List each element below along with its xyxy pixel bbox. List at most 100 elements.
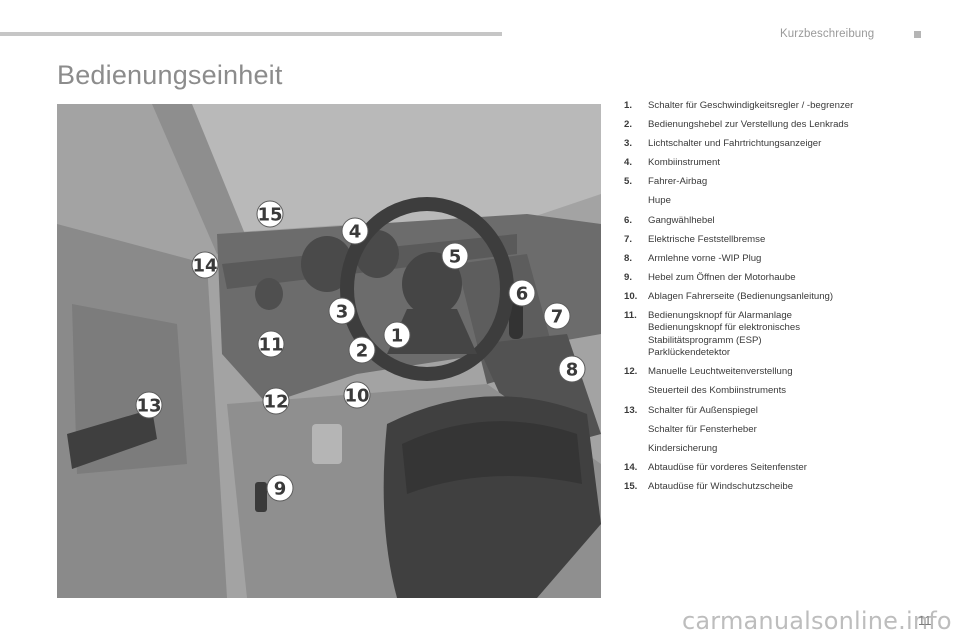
legend-line: Manuelle Leuchtweitenverstellung	[648, 366, 793, 378]
svg-text:8: 8	[566, 360, 579, 381]
legend-line: Gangwählhebel	[648, 214, 715, 226]
callout-4: 4	[341, 217, 369, 245]
watermark: carmanualsonline.info	[682, 607, 952, 635]
legend-text: Armlehne vorne -WIP Plug	[648, 253, 944, 265]
window-switch-panel	[67, 409, 157, 469]
legend-text: Manuelle Leuchtweitenverstellung	[648, 366, 944, 378]
header-bar	[0, 32, 502, 36]
svg-text:3: 3	[336, 302, 349, 323]
legend-text: Elektrische Feststellbremse	[648, 234, 944, 246]
legend-line: Ablagen Fahrerseite (Bedienungsanleitung…	[648, 290, 834, 302]
legend-text: Hebel zum Öffnen der Motorhaube	[648, 272, 944, 284]
legend-item: 1. Schalter für Geschwindigkeitsregler / …	[624, 100, 944, 112]
gear-lever	[509, 299, 523, 339]
cockpit-illustration: 15 4 5 14 6 3 7 1	[57, 104, 601, 598]
legend-text: Gangwählhebel	[648, 215, 944, 227]
svg-text:13: 13	[136, 396, 161, 417]
legend-line: Bedienungsknopf für Alarmanlage	[648, 310, 793, 322]
svg-text:6: 6	[516, 284, 529, 305]
bonnet-release-lever	[255, 482, 267, 512]
legend-number: 1.	[624, 100, 633, 111]
svg-text:12: 12	[263, 392, 288, 413]
svg-text:9: 9	[274, 479, 287, 500]
steering-wheel-spoke	[387, 309, 477, 354]
callout-14: 14	[191, 251, 219, 279]
legend-number	[624, 424, 648, 436]
svg-text:5: 5	[449, 247, 462, 268]
legend-number: 13.	[624, 404, 638, 416]
callout-13: 13	[135, 391, 163, 419]
air-vent-left	[255, 278, 283, 310]
legend-line: Bedienungsknopf für elektronisches	[648, 322, 800, 334]
legend-item: 15. Abtaudüse für Windschutzscheibe	[624, 481, 944, 493]
section-marker	[914, 31, 921, 38]
callout-3: 3	[328, 297, 356, 325]
legend-text: Kombiinstrument	[648, 157, 944, 169]
legend-item: Kindersicherung	[624, 443, 944, 455]
legend-number: 9.	[624, 271, 633, 283]
legend-line: Armlehne vorne -WIP Plug	[648, 252, 762, 264]
legend-line: Schalter für Außenspiegel	[648, 404, 758, 416]
legend-item: 6. Gangwählhebel	[624, 215, 944, 227]
legend-number: 15.	[624, 480, 638, 492]
legend-line: Abtaudüse für vorderes Seitenfenster	[648, 461, 807, 473]
steering-wheel-hub	[402, 252, 462, 316]
legend-number	[624, 443, 648, 455]
callout-7: 7	[543, 302, 571, 330]
legend-number: 2.	[624, 119, 633, 131]
legend-item: Steuerteil des Kombiinstruments	[624, 385, 944, 397]
legend-number: 3.	[624, 138, 633, 150]
windshield	[187, 104, 601, 232]
legend-item: 9. Hebel zum Öffnen der Motorhaube	[624, 272, 944, 284]
legend-text: Steuerteil des Kombiinstruments	[648, 385, 944, 397]
legend-text: Bedienungshebel zur Verstellung des Lenk…	[648, 119, 944, 131]
legend-number	[624, 195, 648, 207]
legend-line: Bedienungshebel zur Verstellung des Lenk…	[648, 119, 849, 131]
legend-line: Stabilitätsprogramm (ESP)	[648, 334, 762, 346]
a-pillar	[152, 104, 247, 254]
callout-5: 5	[441, 242, 469, 270]
callout-11: 11	[257, 330, 285, 358]
legend-line: Fahrer-Airbag	[648, 176, 708, 188]
legend-number: 10.	[624, 290, 638, 302]
callout-8: 8	[558, 355, 586, 383]
svg-text:11: 11	[258, 335, 283, 356]
callout-9: 9	[266, 474, 294, 502]
legend-item: 7.Elektrische Feststellbremse	[624, 234, 944, 246]
legend-line: Steuerteil des Kombiinstruments	[648, 385, 787, 397]
legend-number: 6.	[624, 214, 633, 226]
legend-item: Hupe	[624, 195, 944, 207]
callout-2: 2	[348, 336, 376, 364]
legend-text: Abtaudüse für Windschutzscheibe	[648, 481, 944, 493]
svg-text:1: 1	[391, 326, 404, 347]
legend-number: 14.	[624, 461, 638, 473]
legend-item: 13. Schalter für Außenspiegel	[624, 405, 944, 417]
legend-item: 12.Manuelle Leuchtweitenverstellung	[624, 366, 944, 378]
pedal	[312, 424, 342, 464]
svg-text:2: 2	[356, 341, 369, 362]
legend-item: 8.Armlehne vorne -WIP Plug	[624, 253, 944, 265]
page-number: 11	[918, 613, 932, 628]
legend-list: 1. Schalter für Geschwindigkeitsregler / …	[624, 100, 944, 500]
legend-item: 14. Abtaudüse für vorderes Seitenfenster	[624, 462, 944, 474]
gauge-left	[301, 236, 353, 292]
legend-line: Parklückendetektor	[648, 347, 731, 359]
legend-text: Schalter für Fensterheber	[648, 424, 944, 436]
legend-line: Lichtschalter und Fahrtrichtungsanzeiger	[648, 138, 822, 150]
legend-text: Schalter für Geschwindigkeitsregler / -b…	[648, 100, 944, 112]
legend-line: Hupe	[648, 195, 671, 207]
legend-text: Abtaudüse für vorderes Seitenfenster	[648, 462, 944, 474]
legend-number	[624, 385, 648, 397]
legend-item: 2. Bedienungshebel zur Verstellung des Le…	[624, 119, 944, 131]
seat-cushion	[402, 421, 582, 494]
legend-line: Abtaudüse für Windschutzscheibe	[648, 480, 794, 492]
legend-line: Hebel zum Öffnen der Motorhaube	[648, 271, 796, 283]
callout-12: 12	[262, 387, 290, 415]
callout-15: 15	[256, 200, 284, 228]
page-title: Bedienungseinheit	[57, 60, 283, 90]
legend-item: 5.Fahrer-Airbag	[624, 176, 944, 188]
legend-item: 10. Ablagen Fahrerseite (Bedienungsanleit…	[624, 291, 944, 303]
section-name: Kurzbeschreibung	[780, 28, 875, 40]
legend-item: Schalter für Fensterheber	[624, 424, 944, 436]
legend-text: Lichtschalter und Fahrtrichtungsanzeiger	[648, 138, 944, 150]
